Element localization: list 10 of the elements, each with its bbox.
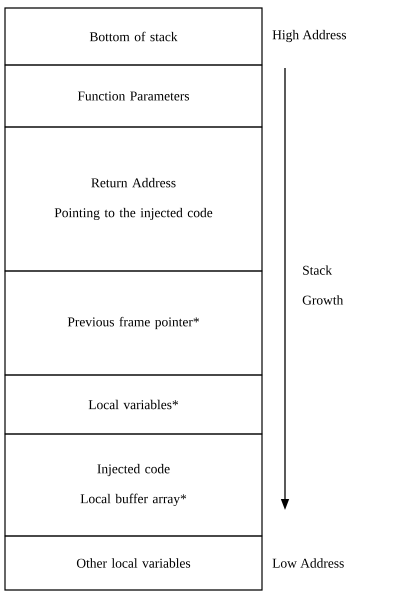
- stack-cell: Local variables*: [4, 374, 263, 435]
- stack-cell: Previous frame pointer*: [4, 270, 263, 376]
- side-label: High Address: [272, 30, 346, 42]
- stack-cell: Return Address Pointing to the injected code: [4, 126, 263, 272]
- stack-cell: Injected code Local buffer array*: [4, 433, 263, 537]
- side-label: Stack Growth: [302, 265, 344, 305]
- side-label: Low Address: [272, 558, 344, 568]
- stack-cell: Other local variables: [4, 535, 263, 591]
- stack-cell: Function Parameters: [4, 64, 263, 128]
- stack-cell: Bottom of stack: [4, 7, 263, 66]
